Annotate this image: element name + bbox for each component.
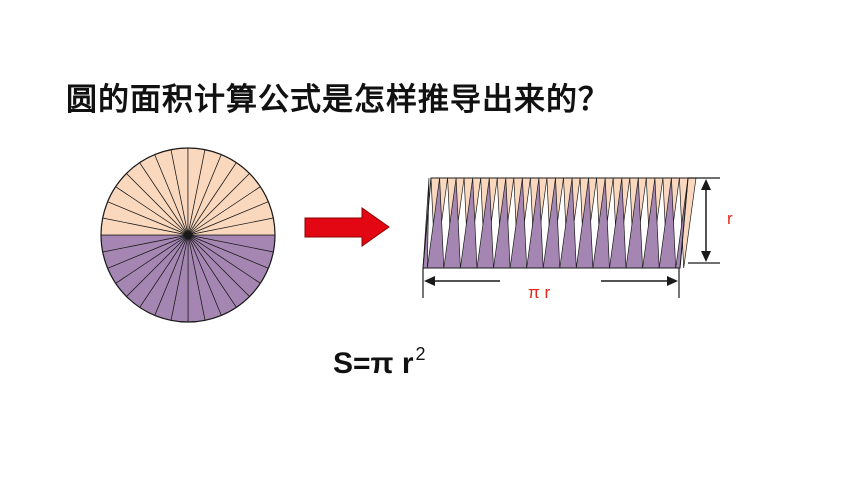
height-dimension: r	[688, 177, 733, 264]
parallelogram-outline	[422, 177, 689, 269]
formula-exponent: 2	[415, 344, 426, 364]
height-label: r	[727, 209, 733, 228]
circle-outline	[100, 147, 276, 323]
question-title: 圆的面积计算公式是怎样推导出来的？	[66, 82, 610, 118]
length-dimension: π r	[422, 268, 680, 302]
transform-arrow	[304, 207, 390, 247]
rearranged-parallelogram	[422, 177, 697, 269]
formula-main: S=π r	[333, 347, 414, 380]
divided-circle	[100, 147, 276, 323]
length-label: π r	[528, 283, 550, 302]
